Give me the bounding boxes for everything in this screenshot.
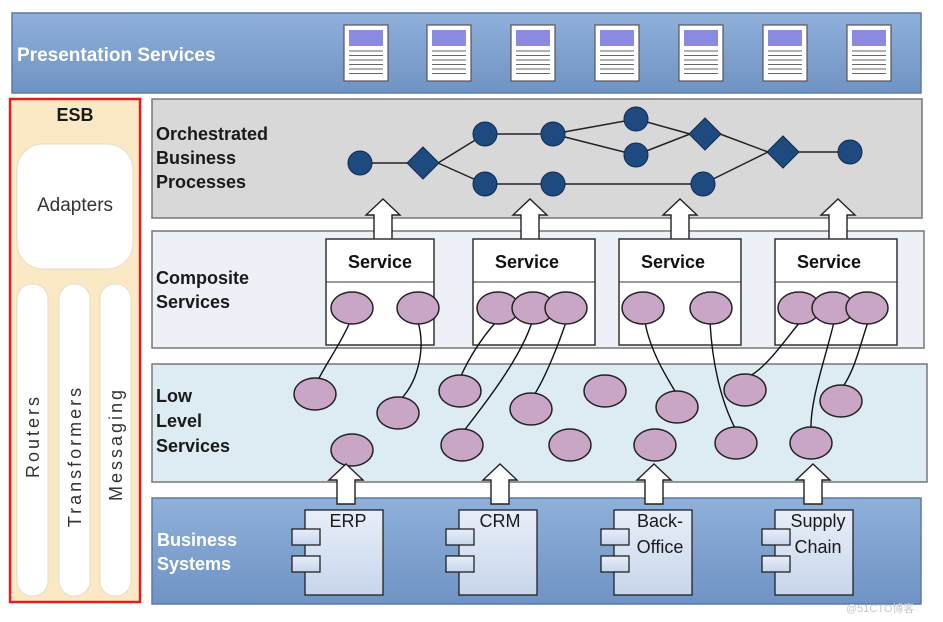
esb-panel: ESB Adapters Routers Transformers Messag…	[8, 97, 142, 604]
process-node	[347, 150, 373, 176]
document-icon	[343, 24, 389, 82]
presentation-layer: Presentation Services	[11, 12, 922, 94]
service-ellipse	[583, 374, 627, 408]
service-ellipse	[440, 428, 484, 462]
system-label: ERP	[329, 511, 366, 531]
system-label: Supply	[790, 511, 845, 531]
system-label: Back-	[637, 511, 683, 531]
service-ellipse	[723, 373, 767, 407]
esb-transformers: Transformers	[65, 385, 85, 527]
composite-service-ellipses	[330, 291, 889, 325]
service-ellipse	[789, 426, 833, 460]
up-arrow	[327, 463, 365, 505]
service-ellipse	[330, 291, 374, 325]
service-ellipse	[689, 291, 733, 325]
system-component-erp: ERP	[291, 509, 384, 596]
process-node	[690, 171, 716, 197]
document-icon	[510, 24, 556, 82]
service-boxes: Service Service Service Service	[325, 238, 898, 346]
service-ellipse	[819, 384, 863, 418]
service-ellipse	[633, 428, 677, 462]
service-ellipse	[293, 377, 337, 411]
composite-label-1: Composite	[156, 268, 249, 288]
document-icon	[594, 24, 640, 82]
process-node	[623, 142, 649, 168]
process-node	[472, 171, 498, 197]
service-ellipse	[655, 390, 699, 424]
presentation-label: Presentation Services	[17, 45, 216, 66]
esb-routers: Routers	[23, 394, 43, 478]
low-level-label-1: Low	[156, 386, 193, 406]
service-label: Service	[495, 252, 559, 272]
document-icon	[846, 24, 892, 82]
system-component-supply-chain: Supply Chain	[761, 509, 854, 596]
arrows-from-business-systems	[327, 463, 832, 505]
low-level-label-3: Services	[156, 436, 230, 456]
service-ellipse	[438, 374, 482, 408]
up-arrow	[635, 463, 673, 505]
process-node	[540, 121, 566, 147]
service-ellipse	[544, 291, 588, 325]
system-component-back-office: Back- Office	[600, 509, 693, 596]
esb-adapters: Adapters	[37, 195, 113, 216]
service-ellipse	[509, 392, 553, 426]
service-label: Service	[348, 252, 412, 272]
system-label: CRM	[480, 511, 521, 531]
composite-label-2: Services	[156, 292, 230, 312]
process-gateway	[406, 146, 440, 180]
system-label: Chain	[794, 537, 841, 557]
process-gateway	[766, 135, 800, 169]
service-label: Service	[797, 252, 861, 272]
business-label-2: Systems	[157, 554, 231, 574]
orchestrated-label-3: Processes	[156, 172, 246, 192]
orchestrated-layer: Orchestrated Business Processes	[151, 98, 923, 219]
service-ellipse	[845, 291, 889, 325]
orchestrated-label-1: Orchestrated	[156, 124, 268, 144]
document-icon	[426, 24, 472, 82]
esb-messaging: Messaging	[106, 387, 126, 501]
process-node	[623, 106, 649, 132]
process-nodes	[347, 106, 863, 197]
process-node	[837, 139, 863, 165]
presentation-documents	[343, 24, 892, 82]
up-arrow	[794, 463, 832, 505]
service-ellipse	[396, 291, 440, 325]
low-level-label-2: Level	[156, 411, 202, 431]
watermark: @51CTO博客	[846, 601, 914, 615]
process-node	[472, 121, 498, 147]
system-label: Office	[637, 537, 684, 557]
service-label: Service	[641, 252, 705, 272]
service-ellipse	[330, 433, 374, 467]
system-component-crm: CRM	[445, 509, 538, 596]
service-ellipse	[621, 291, 665, 325]
document-icon	[762, 24, 808, 82]
esb-title: ESB	[56, 105, 93, 125]
low-level-service-ellipses	[293, 373, 863, 467]
service-ellipse	[714, 426, 758, 460]
service-ellipse	[548, 428, 592, 462]
up-arrow	[481, 463, 519, 505]
system-components: ERP CRM Back- Office Supply Chain	[291, 509, 854, 596]
service-ellipse	[376, 396, 420, 430]
business-label-1: Business	[157, 530, 237, 550]
orchestrated-label-2: Business	[156, 148, 236, 168]
process-gateway	[688, 117, 722, 151]
process-node	[540, 171, 566, 197]
document-icon	[678, 24, 724, 82]
